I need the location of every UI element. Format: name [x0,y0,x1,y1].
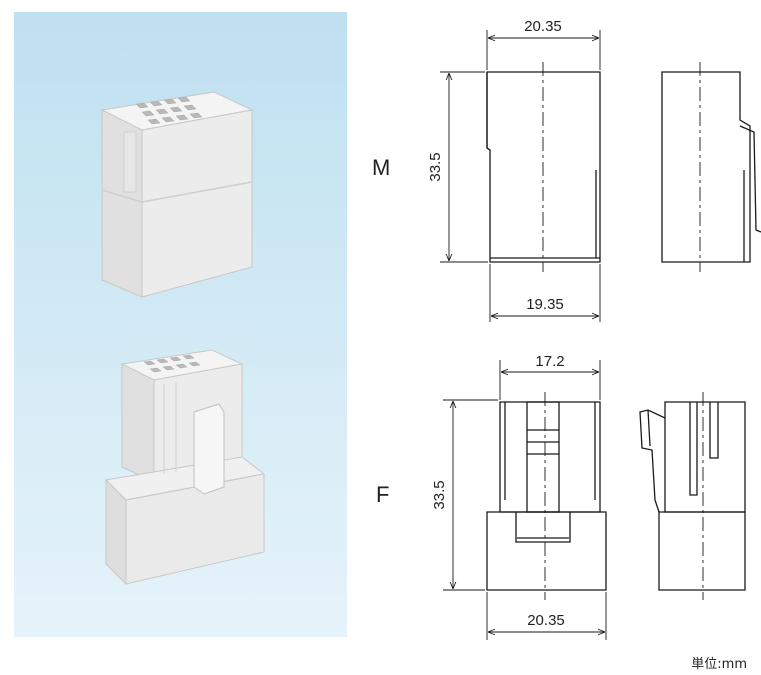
f-front-view [486,392,607,600]
m-variant-label: M [372,155,390,180]
m-front-view [486,62,601,272]
f-top-width-label: 17.2 [535,353,564,370]
f-height-label: 33.5 [431,480,448,509]
m-top-width-label: 20.35 [524,18,562,35]
f-bottom-width-label: 20.35 [527,612,565,629]
unit-note: 単位:mm [691,657,747,672]
connector-photo-m [100,91,254,298]
f-side-view [639,392,746,600]
m-side-view [661,62,761,272]
photo-panel [14,12,347,637]
m-height-label: 33.5 [427,152,444,181]
f-variant-label: F [376,482,389,507]
connector-photo-f [104,349,266,586]
m-bottom-width-label: 19.35 [526,296,564,313]
